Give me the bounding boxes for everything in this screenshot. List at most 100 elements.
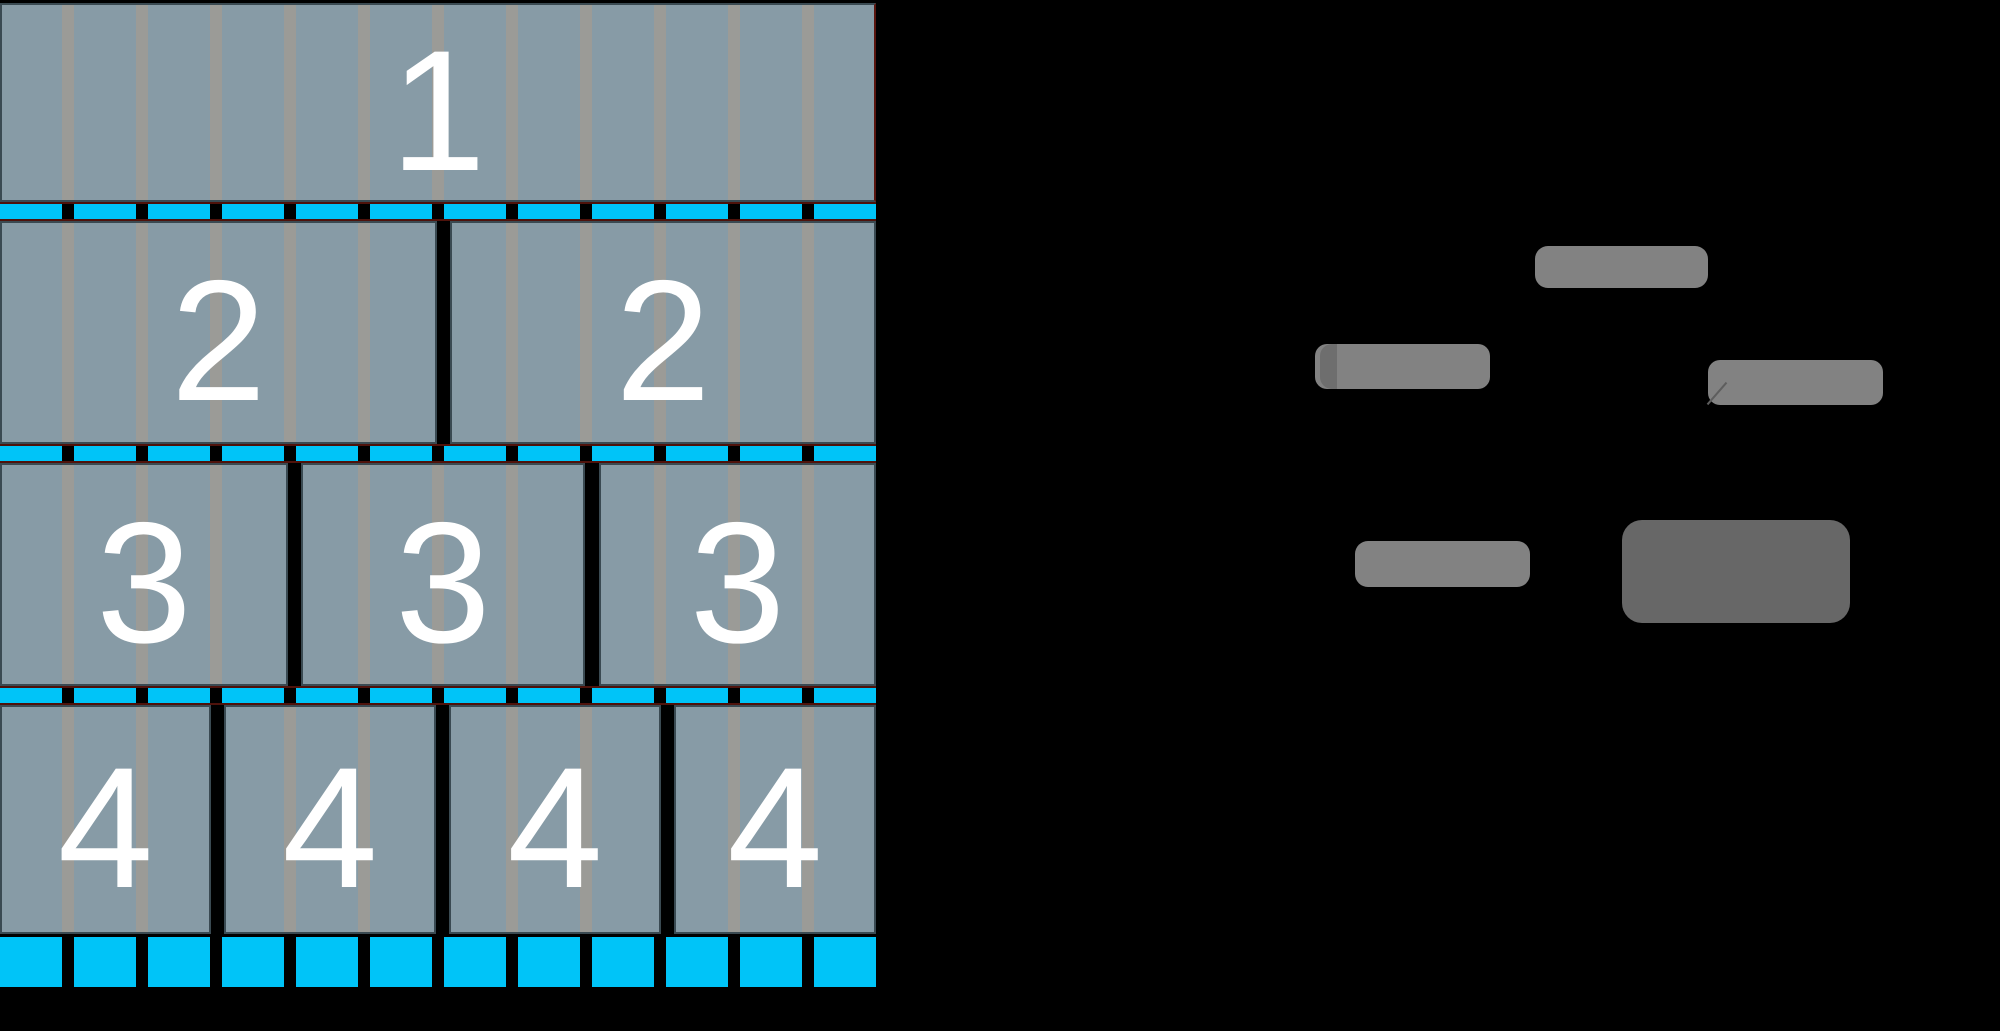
twelfth-piece[interactable] bbox=[296, 446, 358, 461]
twelfth-piece[interactable] bbox=[814, 446, 876, 461]
twelfth-piece-bottom[interactable] bbox=[592, 937, 654, 987]
twelfth-piece[interactable] bbox=[518, 446, 580, 461]
twelfth-piece[interactable] bbox=[518, 204, 580, 219]
twelfth-piece[interactable] bbox=[666, 688, 728, 703]
twelfth-gridline bbox=[432, 5, 444, 200]
twelfth-piece[interactable] bbox=[814, 688, 876, 703]
gray-piece-bottom-small[interactable] bbox=[1355, 541, 1530, 587]
twelfth-piece[interactable] bbox=[148, 688, 210, 703]
twelfth-gridline bbox=[210, 465, 222, 684]
twelfth-gridline bbox=[136, 223, 148, 442]
fraction-bar-3-2: 3 bbox=[301, 463, 585, 686]
twelfth-piece[interactable] bbox=[222, 688, 284, 703]
gray-piece-bottom-large[interactable] bbox=[1622, 520, 1850, 623]
twelfth-piece[interactable] bbox=[148, 446, 210, 461]
twelfth-gridline bbox=[358, 465, 370, 684]
twelfth-gridline bbox=[802, 465, 814, 684]
twelfth-gridline bbox=[802, 223, 814, 442]
fraction-bar-label: 4 bbox=[727, 731, 823, 924]
twelfth-gridline bbox=[802, 5, 814, 200]
fraction-bar-label: 4 bbox=[57, 731, 154, 924]
twelfth-piece[interactable] bbox=[592, 204, 654, 219]
twelfth-gridline bbox=[210, 223, 222, 442]
twelfth-piece[interactable] bbox=[666, 446, 728, 461]
twelfth-piece[interactable] bbox=[296, 204, 358, 219]
twelfth-piece-bottom[interactable] bbox=[740, 937, 802, 987]
twelfth-piece[interactable] bbox=[370, 204, 432, 219]
twelfth-piece[interactable] bbox=[444, 204, 506, 219]
twelfth-piece[interactable] bbox=[740, 204, 802, 219]
twelfth-piece[interactable] bbox=[814, 204, 876, 219]
fraction-bar-4-3: 4 bbox=[449, 705, 661, 934]
twelfth-gridline bbox=[284, 707, 296, 932]
twelfth-gridline bbox=[358, 223, 370, 442]
fraction-bar-3-3: 3 bbox=[599, 463, 876, 686]
twelfth-piece-bottom[interactable] bbox=[814, 937, 876, 987]
twelfth-piece-bottom[interactable] bbox=[666, 937, 728, 987]
fraction-bar-1-1: 1 bbox=[0, 3, 876, 202]
gray-piece-left[interactable] bbox=[1315, 344, 1490, 389]
twelfth-piece-bottom[interactable] bbox=[370, 937, 432, 987]
twelfth-piece[interactable] bbox=[666, 204, 728, 219]
fraction-bar-label: 2 bbox=[615, 244, 711, 437]
twelfth-piece-bottom[interactable] bbox=[0, 937, 62, 987]
twelfth-strip-1 bbox=[0, 202, 876, 221]
twelfth-piece[interactable] bbox=[74, 204, 136, 219]
twelfth-gridline bbox=[728, 707, 740, 932]
twelfth-strip-2 bbox=[0, 444, 876, 463]
twelfth-gridline bbox=[802, 707, 814, 932]
twelfth-piece[interactable] bbox=[0, 688, 62, 703]
twelfth-piece-bottom[interactable] bbox=[148, 937, 210, 987]
twelfth-piece[interactable] bbox=[444, 446, 506, 461]
twelfth-gridline bbox=[580, 5, 592, 200]
twelfth-gridline bbox=[506, 223, 518, 442]
twelfth-gridline bbox=[506, 5, 518, 200]
twelfth-strip-3 bbox=[0, 686, 876, 705]
twelfth-gridline bbox=[210, 5, 222, 200]
twelfth-piece[interactable] bbox=[518, 688, 580, 703]
twelfth-piece[interactable] bbox=[592, 688, 654, 703]
twelfth-piece[interactable] bbox=[222, 204, 284, 219]
fraction-bar-4-1: 4 bbox=[0, 705, 211, 934]
twelfth-gridline bbox=[580, 707, 592, 932]
twelfth-gridline bbox=[654, 223, 666, 442]
twelfth-gridline bbox=[506, 465, 518, 684]
twelfth-piece[interactable] bbox=[592, 446, 654, 461]
twelfth-piece[interactable] bbox=[444, 688, 506, 703]
twelfth-piece[interactable] bbox=[74, 688, 136, 703]
twelfth-piece[interactable] bbox=[740, 446, 802, 461]
twelfth-gridline bbox=[136, 707, 148, 932]
twelfth-piece-bottom[interactable] bbox=[222, 937, 284, 987]
twelfth-piece-bottom[interactable] bbox=[296, 937, 358, 987]
twelfth-piece[interactable] bbox=[0, 446, 62, 461]
twelfth-piece[interactable] bbox=[296, 688, 358, 703]
twelfth-gridline bbox=[728, 223, 740, 442]
twelfth-piece-bottom[interactable] bbox=[74, 937, 136, 987]
twelfth-piece[interactable] bbox=[0, 204, 62, 219]
gray-piece-right[interactable] bbox=[1706, 360, 1883, 406]
twelfth-piece[interactable] bbox=[222, 446, 284, 461]
fraction-bar-label: 4 bbox=[507, 731, 603, 924]
twelfth-piece[interactable] bbox=[74, 446, 136, 461]
twelfth-gridline bbox=[62, 707, 74, 932]
piece-underlap-edge bbox=[1320, 344, 1337, 389]
twelfth-piece[interactable] bbox=[370, 446, 432, 461]
twelfth-gridline bbox=[654, 465, 666, 684]
twelfth-piece[interactable] bbox=[740, 688, 802, 703]
twelfth-gridline bbox=[358, 5, 370, 200]
twelfth-gridline bbox=[580, 223, 592, 442]
twelfth-piece-bottom[interactable] bbox=[518, 937, 580, 987]
twelfth-piece-bottom[interactable] bbox=[444, 937, 506, 987]
twelfth-gridline bbox=[728, 5, 740, 200]
twelfth-gridline bbox=[62, 223, 74, 442]
fraction-bar-label: 3 bbox=[395, 486, 491, 679]
gray-piece-top[interactable] bbox=[1535, 246, 1708, 288]
twelfth-piece[interactable] bbox=[148, 204, 210, 219]
piece-corner-edge bbox=[1706, 381, 1728, 406]
twelfth-piece[interactable] bbox=[370, 688, 432, 703]
fraction-bar-2-1: 2 bbox=[0, 221, 437, 444]
twelfth-gridline bbox=[432, 465, 444, 684]
fraction-bar-label: 3 bbox=[96, 486, 192, 679]
